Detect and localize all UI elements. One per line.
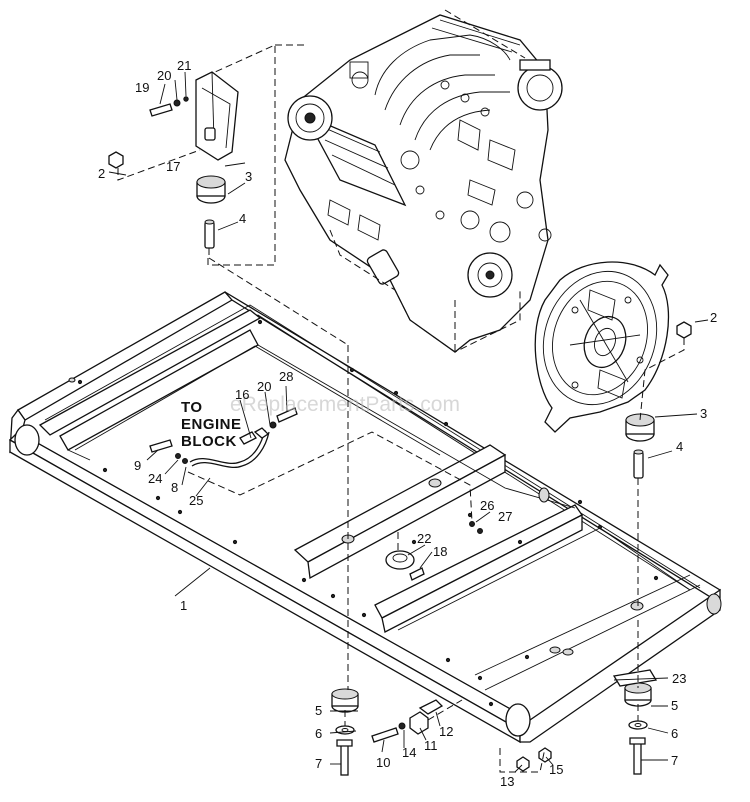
- callout-13: 13: [500, 774, 514, 789]
- callout-4-left: 4: [239, 211, 246, 226]
- callout-labels: 19 20 21 2 17 3 4 2 3 4 16 20 28 9 24 8 …: [98, 58, 717, 789]
- callout-23: 23: [672, 671, 686, 686]
- callout-17: 17: [166, 159, 180, 174]
- callout-9: 9: [134, 458, 141, 473]
- flywheel-housing: [534, 261, 670, 433]
- callout-5-right: 5: [671, 698, 678, 713]
- callout-8: 8: [171, 480, 178, 495]
- leader-lines: [108, 9, 709, 773]
- callout-18: 18: [433, 544, 447, 559]
- callout-15: 15: [549, 762, 563, 777]
- callout-2-right: 2: [710, 310, 717, 325]
- callout-24: 24: [148, 471, 162, 486]
- callout-20-upper: 20: [157, 68, 171, 83]
- callout-25: 25: [189, 493, 203, 508]
- callout-16: 16: [235, 387, 249, 402]
- callout-6-left: 6: [315, 726, 322, 741]
- right-engine-mount: [625, 321, 692, 479]
- left-engine-mount: [108, 71, 239, 249]
- callout-3-right: 3: [700, 406, 707, 421]
- callout-21: 21: [177, 58, 191, 73]
- callout-22: 22: [417, 531, 431, 546]
- callout-14: 14: [402, 745, 416, 760]
- callout-20-lower: 20: [257, 379, 271, 394]
- note-line-3: BLOCK: [181, 433, 237, 450]
- callout-26: 26: [480, 498, 494, 513]
- callout-12: 12: [439, 724, 453, 739]
- callout-7-right: 7: [671, 753, 678, 768]
- note-line-1: TO: [181, 399, 203, 416]
- callout-28: 28: [279, 369, 293, 384]
- callout-4-right: 4: [676, 439, 683, 454]
- note-line-2: ENGINE: [181, 416, 242, 433]
- callout-7-left: 7: [315, 756, 322, 771]
- callout-11: 11: [424, 738, 438, 753]
- callout-10: 10: [376, 755, 390, 770]
- engine-assembly: [284, 14, 563, 353]
- callout-3-left: 3: [245, 169, 252, 184]
- watermark-text: eReplacementParts.com: [230, 393, 460, 416]
- callout-2-left: 2: [98, 166, 105, 181]
- callout-27: 27: [498, 509, 512, 524]
- to-engine-block-note: TO ENGINE BLOCK: [181, 399, 242, 450]
- callout-5-left: 5: [315, 703, 322, 718]
- hose-assembly: [149, 407, 483, 581]
- callout-1: 1: [180, 598, 187, 613]
- callout-19: 19: [135, 80, 149, 95]
- callout-6-right: 6: [671, 726, 678, 741]
